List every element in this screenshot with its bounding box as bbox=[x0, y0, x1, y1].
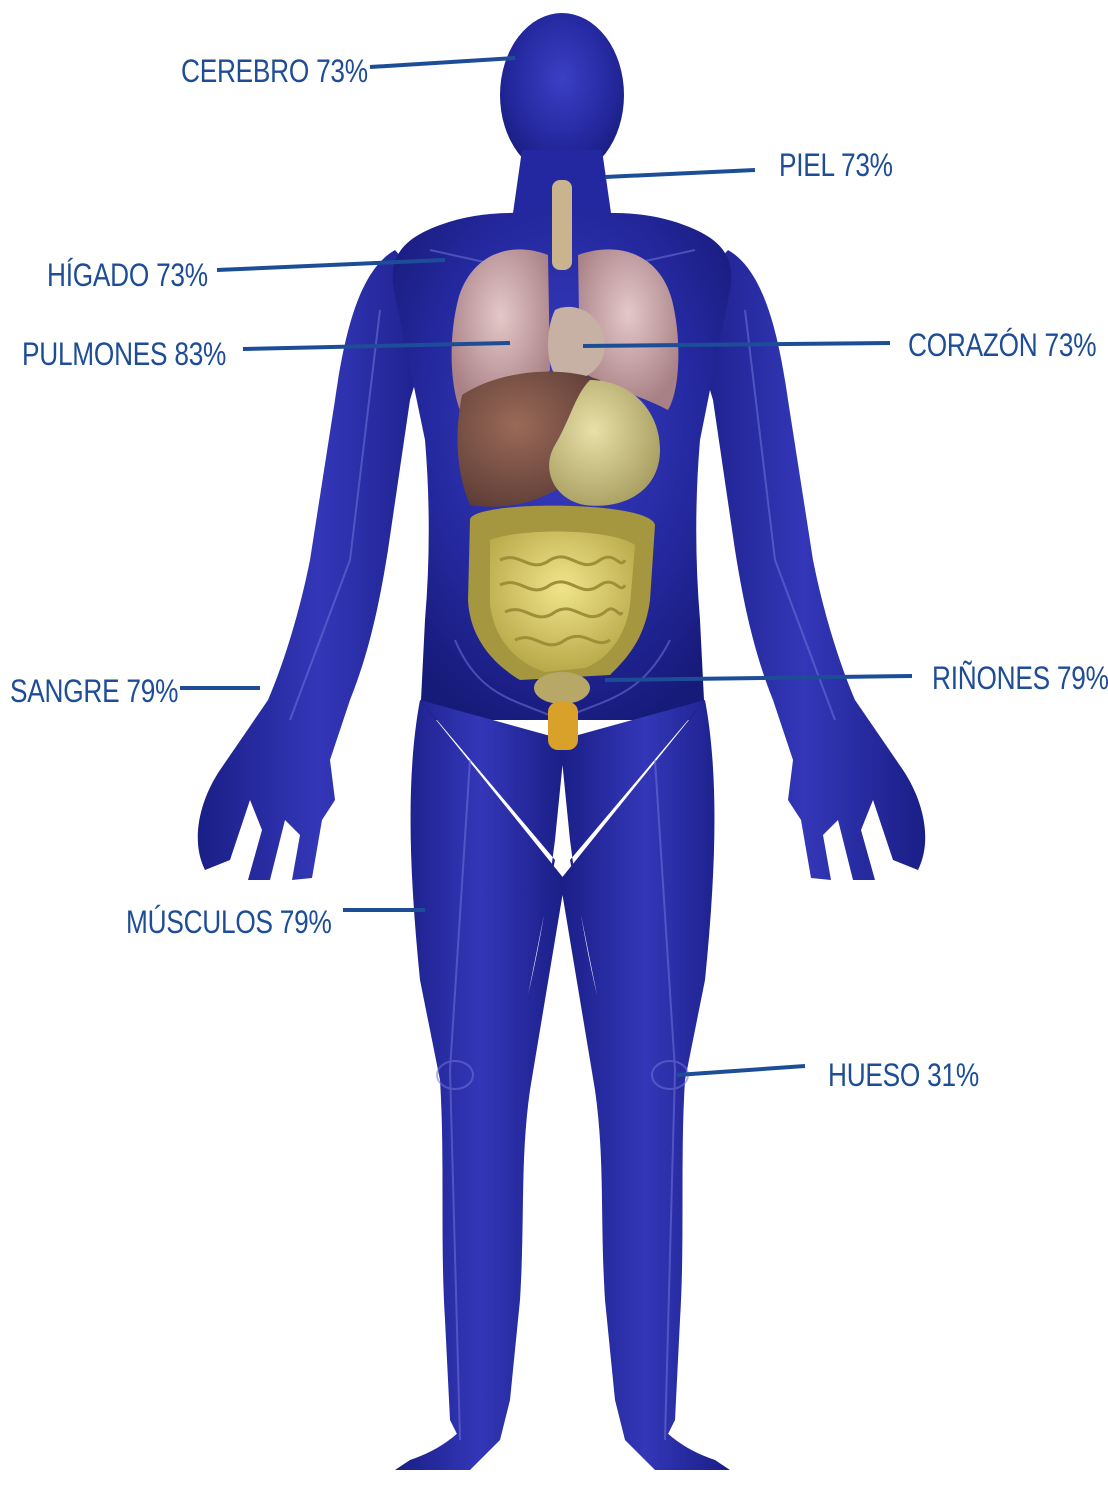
leader-line-cerebro bbox=[370, 58, 515, 67]
leader-line-hueso bbox=[677, 1066, 805, 1075]
label-rinones: RIÑONES 79% bbox=[932, 658, 1108, 698]
label-piel: PIEL 73% bbox=[779, 145, 893, 185]
leader-line-piel bbox=[605, 170, 755, 177]
label-musculos: MÚSCULOS 79% bbox=[126, 902, 332, 942]
rectum bbox=[548, 702, 578, 750]
label-cerebro: CEREBRO 73% bbox=[181, 51, 368, 91]
label-sangre: SANGRE 79% bbox=[10, 671, 178, 711]
right-leg bbox=[560, 700, 730, 1470]
label-corazon: CORAZÓN 73% bbox=[908, 325, 1096, 365]
label-hueso: HUESO 31% bbox=[828, 1055, 979, 1095]
bladder bbox=[534, 672, 590, 704]
label-pulmones: PULMONES 83% bbox=[22, 334, 226, 374]
trachea bbox=[552, 180, 572, 270]
left-leg bbox=[395, 700, 565, 1470]
label-higado: HÍGADO 73% bbox=[47, 255, 208, 295]
